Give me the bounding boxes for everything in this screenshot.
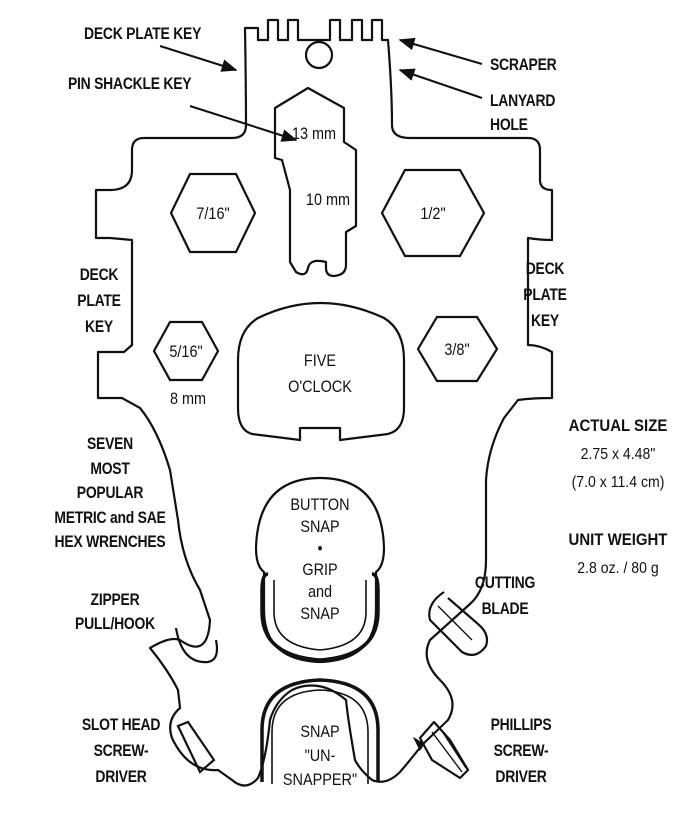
phillips-shape	[418, 720, 470, 780]
label-13mm: 13 mm	[291, 124, 337, 143]
label-hex-1-2: 1/2"	[420, 204, 446, 223]
label-scraper: SCRAPER	[490, 55, 557, 74]
label-hex-5-16: 5/16"	[169, 342, 203, 361]
label-pin-shackle-key: PIN SHACKLE KEY	[68, 74, 192, 93]
hex-1-2-shape	[380, 168, 486, 258]
unit-weight-label: UNIT WEIGHT	[568, 530, 668, 549]
lanyard-hole-shape	[304, 40, 334, 70]
label-8mm: 8 mm	[169, 389, 207, 408]
button-snap-inner	[273, 580, 367, 651]
label-deck-plate-key-top: DECK PLATE KEY	[84, 24, 202, 43]
tool-outline	[94, 18, 554, 787]
slot-head-shape	[176, 720, 216, 774]
arrow-lanyard-hole	[398, 68, 483, 99]
hex-7-16-shape	[169, 172, 257, 254]
cutting-blade-edge	[437, 605, 473, 641]
actual-size-cm: (7.0 x 11.4 cm)	[571, 474, 665, 491]
arrow-deck-plate-key	[159, 45, 238, 72]
arrow-scraper	[398, 37, 483, 65]
hex-5-16-shape	[152, 320, 220, 382]
pin-shackle-key-shape	[273, 86, 358, 278]
phillips-tip	[412, 736, 425, 751]
cutting-blade-shape	[428, 591, 489, 657]
label-snap-unsnapper: SNAP"UN-SNAPPER"	[282, 722, 358, 789]
five-oclock-shape	[236, 301, 406, 442]
button-snap-groove	[260, 572, 380, 662]
label-hex-7-16: 7/16"	[196, 204, 230, 223]
label-hex-3-8: 3/8"	[444, 340, 470, 359]
hex-3-8-shape	[416, 315, 499, 383]
snap-unsnapper-inner	[271, 689, 369, 784]
zipper-hook-shape	[174, 627, 219, 664]
phillips-detail	[431, 727, 467, 773]
actual-size-inches: 2.75 x 4.48"	[580, 446, 656, 463]
button-snap-shape	[254, 476, 386, 664]
actual-size-label: ACTUAL SIZE	[568, 416, 668, 435]
unit-weight-value: 2.8 oz. / 80 g	[577, 560, 659, 577]
snap-unsnapper-outer	[260, 678, 380, 782]
arrow-pin-shackle-key	[189, 105, 298, 142]
label-10mm: 10 mm	[305, 190, 351, 209]
